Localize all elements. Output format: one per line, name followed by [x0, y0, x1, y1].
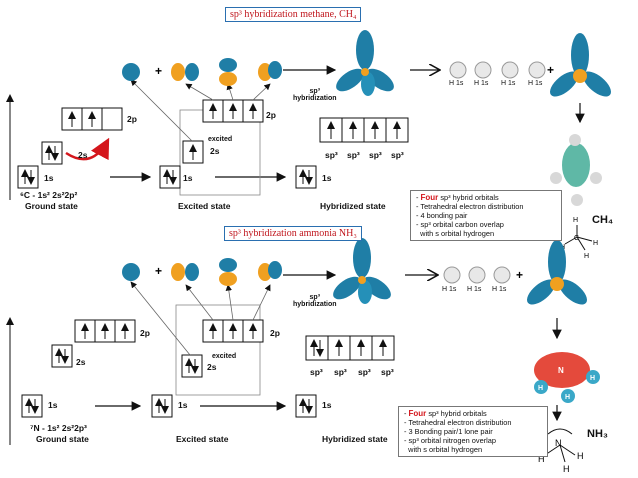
h1s-label-top-2: H 1s [474, 80, 489, 87]
excited-2p-label-top: 2p [266, 110, 276, 120]
sp3-label-top-1: sp³ [325, 150, 338, 160]
ground-state-label-bottom: Ground state [36, 434, 89, 444]
hybridization-label-top: sp³ hybridization [293, 88, 337, 102]
svg-text:+: + [155, 264, 162, 278]
info-line-bottom-1: - Tetrahedral electron distribution [404, 418, 512, 427]
sp3-hybrid-top [336, 30, 394, 96]
promotion-arrow [65, 137, 110, 161]
info-head-bottom: Four [408, 409, 427, 418]
svg-text:N: N [555, 438, 562, 448]
info-head-top: Four [420, 193, 439, 202]
info-line-bottom-3: - sp³ orbital nitrogen overlap [404, 436, 497, 445]
svg-text:+: + [516, 268, 523, 282]
svg-text:C: C [574, 235, 579, 242]
svg-text:H: H [593, 240, 598, 247]
svg-text:H: H [584, 253, 589, 260]
svg-text:H: H [563, 464, 570, 474]
h1s-label-top-4: H 1s [528, 80, 543, 87]
ground-state-label-top: Ground state [25, 201, 78, 211]
excited-2s-label-top: 2s [210, 146, 220, 156]
info-line-bottom-2: - 3 Bonding pair/1 lone pair [404, 427, 493, 436]
hybridized-state-label-bottom: Hybridized state [322, 434, 388, 444]
excited-label-bottom: excited [212, 353, 237, 360]
ground-1s-label-bottom: 1s [48, 400, 58, 410]
svg-text:+: + [547, 63, 554, 77]
ammonia-orbital-model [526, 240, 588, 305]
h1s-label-bottom-2: H 1s [467, 286, 482, 293]
formula-nh3: NH₃ [587, 428, 608, 440]
h1s-label-bottom-1: H 1s [442, 286, 457, 293]
config-bottom: ⁷N - 1s² 2s²2p³ [30, 423, 87, 433]
ground-2s-label-bottom: 2s [76, 357, 86, 367]
sp3-label-top-4: sp³ [391, 150, 404, 160]
sp3-label-bottom-1: sp³ [310, 367, 323, 377]
svg-text:N: N [558, 366, 564, 375]
ammonia-bonded-model: N H H H [534, 352, 600, 403]
ground-2p-label-top: 2p [127, 114, 137, 124]
svg-text:H: H [565, 394, 570, 401]
sp3-label-top-2: sp³ [347, 150, 360, 160]
sp3-hybrid-bottom [333, 238, 391, 304]
excited-state-label-top: Excited state [178, 201, 231, 211]
orbitals-bottom: + [122, 258, 282, 286]
info-line-top-0: sp³ hybrid orbitals [440, 193, 499, 202]
svg-text:H: H [538, 454, 545, 464]
methane-orbital-model [549, 33, 612, 97]
info-line-top-4: with s orbital hydrogen [416, 229, 495, 238]
methane-bonded-model [550, 134, 602, 206]
methane-title: sp³ hybridization methane, CH₄ [225, 7, 362, 22]
excited-label-top: excited [208, 136, 233, 143]
excited-1s-label-top: 1s [183, 173, 193, 183]
h1s-spheres-top: + [449, 61, 554, 79]
hybridized-state-label-top: Hybridized state [320, 201, 386, 211]
h1s-label-top-1: H 1s [449, 80, 464, 87]
hybrid-1s-label-top: 1s [322, 173, 332, 183]
info-box-top: - Four sp³ hybrid orbitals - Tetrahedral… [410, 190, 562, 241]
svg-text:H: H [577, 451, 584, 461]
excited-state-label-bottom: Excited state [176, 434, 229, 444]
info-line-top-3: - sp³ orbital carbon overlap [416, 220, 504, 229]
svg-text:H: H [590, 375, 595, 382]
info-line-top-1: - Tetrahedral electron distribution [416, 202, 524, 211]
excited-2p-label-bottom: 2p [270, 328, 280, 338]
excited-2s-label-bottom: 2s [207, 362, 217, 372]
info-line-bottom-4: with s orbital hydrogen [404, 445, 483, 454]
svg-text:+: + [155, 64, 162, 78]
excited-1s-label-bottom: 1s [178, 400, 188, 410]
sp3-label-bottom-4: sp³ [381, 367, 394, 377]
ground-2s-label-top: 2s [78, 150, 88, 160]
ground-2p-label-bottom: 2p [140, 328, 150, 338]
info-line-bottom-0: sp³ hybrid orbitals [428, 409, 487, 418]
info-box-bottom: - Four sp³ hybrid orbitals - Tetrahedral… [398, 406, 548, 457]
svg-text:H: H [538, 385, 543, 392]
config-top: ⁶C - 1s² 2s²2p² [20, 190, 78, 200]
methane-structure [564, 225, 593, 251]
sp3-label-top-3: sp³ [369, 150, 382, 160]
formula-ch4: CH₄ [592, 214, 614, 226]
ground-2s-box-top [41, 141, 63, 165]
orbitals-top: + [122, 58, 282, 86]
sp3-label-bottom-2: sp³ [334, 367, 347, 377]
hybrid-1s-label-bottom: 1s [322, 400, 332, 410]
h1s-spheres-bottom: + [443, 266, 523, 284]
ground-1s-box-top [17, 165, 39, 189]
hybridization-label-bottom: sp³ hybridization [293, 294, 337, 308]
ground-1s-label-top: 1s [44, 173, 54, 183]
ammonia-title: sp³ hybridization ammonia NH₃ [224, 226, 362, 241]
info-line-top-2: - 4 bonding pair [416, 211, 468, 220]
h1s-label-top-3: H 1s [501, 80, 516, 87]
svg-text:H: H [573, 217, 578, 224]
h1s-label-bottom-3: H 1s [492, 286, 507, 293]
sp3-label-bottom-3: sp³ [358, 367, 371, 377]
